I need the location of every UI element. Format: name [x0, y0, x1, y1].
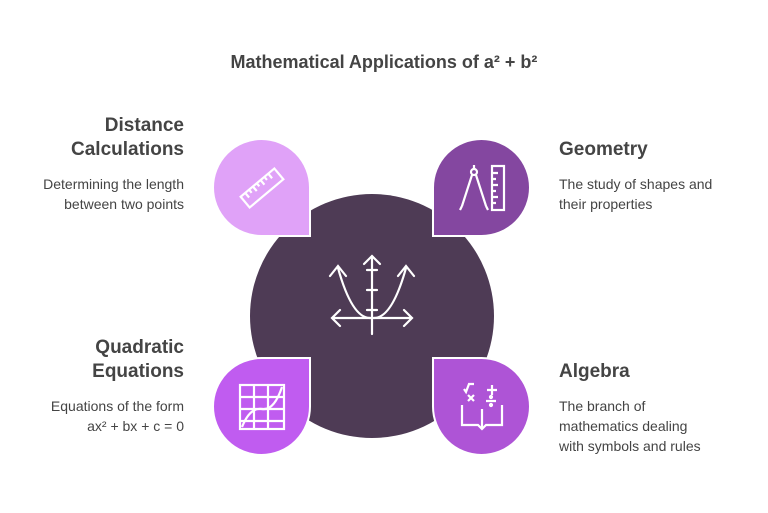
quadratic-petal: [212, 357, 311, 456]
quadratic-description: Equations of the form ax² + bx + c = 0: [51, 396, 184, 436]
diagram-title: Mathematical Applications of a² + b²: [230, 52, 538, 72]
geometry-description: The study of shapes and their properties: [559, 174, 712, 214]
desc-line: Determining the length: [43, 176, 184, 192]
heading-line: Distance: [104, 115, 184, 136]
desc-line: ax² + bx + c = 0: [87, 418, 184, 434]
desc-line: The study of shapes and: [559, 176, 713, 192]
graph-grid-icon: [238, 383, 286, 431]
math-book-icon: [460, 382, 504, 431]
distance-description: Determining the length between two points: [43, 174, 184, 214]
heading-line: Calculations: [71, 139, 184, 160]
algebra-heading: Algebra: [559, 361, 630, 382]
geometry-heading: Geometry: [559, 139, 648, 160]
algebra-petal: [432, 357, 531, 456]
heading-line: Equations: [92, 361, 184, 382]
algebra-description: The branch of mathematics dealing with sym…: [559, 396, 701, 456]
ruler-icon: [239, 166, 285, 210]
heading-line: Quadratic: [95, 337, 184, 358]
desc-line: The branch of: [559, 398, 646, 414]
geometry-petal: [432, 138, 531, 237]
desc-line: Equations of the form: [50, 398, 184, 414]
distance-petal: [212, 138, 311, 237]
parabola-axes-icon: [328, 254, 416, 336]
desc-line: between two points: [64, 196, 184, 212]
desc-line: mathematics dealing: [559, 418, 688, 434]
desc-line: with symbols and rules: [559, 438, 701, 454]
compass-ruler-icon: [459, 164, 506, 212]
desc-line: their properties: [559, 196, 653, 212]
